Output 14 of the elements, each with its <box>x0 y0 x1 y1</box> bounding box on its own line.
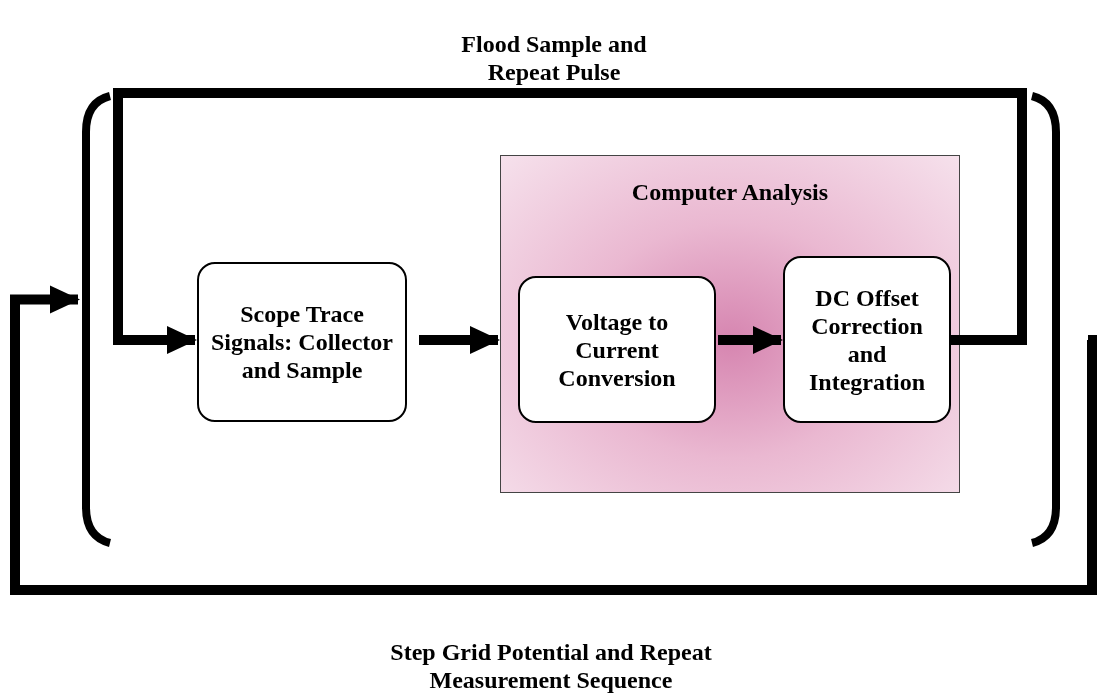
arrow <box>718 326 783 354</box>
process-box <box>197 262 407 422</box>
box-label: DC Offset Correction and Integration <box>808 283 926 396</box>
process-box <box>518 276 716 423</box>
bracket <box>1028 92 1062 547</box>
bracket <box>80 92 114 547</box>
analysis-panel <box>500 155 960 493</box>
arrow <box>419 326 500 354</box>
arrow <box>113 88 1027 354</box>
box-label: Voltage to Current Conversion <box>557 307 677 392</box>
process-box <box>783 256 951 423</box>
panel-heading: Computer Analysis <box>630 178 830 206</box>
arrow <box>10 285 1097 595</box>
box-label: Scope Trace Signals: Collector and Sample <box>210 300 394 384</box>
